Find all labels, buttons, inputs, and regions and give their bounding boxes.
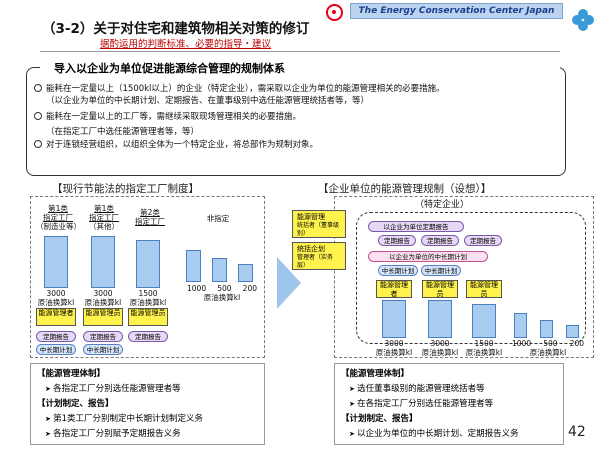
right-summary-box: 【能源管理体制】 选任董事级别的能源管理统括者等 在各指定工厂分别选任能源管理者… — [334, 363, 564, 445]
right-small-values: 1000 500 200 原油换算kl — [512, 339, 584, 357]
right-small-bar-3 — [566, 325, 579, 338]
right-summary-head-1: 【能源管理体制】 — [341, 369, 410, 379]
planning-manager-box: 统括企划 管理者（实务层） — [292, 242, 346, 270]
bullet-circle-icon — [34, 84, 42, 92]
right-midterm-plan-pill-1: 中长期计划 — [378, 265, 418, 276]
left-summary-head-2: 【计划制定、报告】 — [37, 399, 114, 409]
small-bar-3 — [238, 264, 253, 282]
energy-officer-box-2: 能源管理员 — [128, 308, 168, 326]
energy-supervisor-box: 能源管理 统括者（董事级别） — [292, 210, 346, 238]
policy-summary-box — [26, 67, 566, 176]
right-periodic-report-pill-2: 定期报告 — [421, 235, 459, 246]
page-number: 42 — [568, 424, 586, 440]
right-energy-officer-box-2: 能源管理员 — [466, 280, 502, 298]
company-midterm-plan-pill: 以企业为单位的中长期计划 — [368, 251, 488, 262]
header-divider — [40, 51, 560, 52]
right-col3-bar — [472, 304, 496, 338]
right-periodic-report-pill-1: 定期报告 — [378, 235, 416, 246]
col1-label: 第1类 指定工厂 （制造业等） — [36, 204, 81, 231]
left-summary-item-3: 各指定工厂分别赋予定期报告义务 — [37, 427, 258, 442]
energy-manager-box: 能源管理者 — [36, 308, 76, 326]
right-summary-item-3: 以企业为单位的中长期计划、定期报告义务 — [341, 427, 557, 442]
periodic-report-pill-3: 定期报告 — [128, 331, 168, 342]
right-section-heading: 【企业单位的能源管理规制（设想）】 — [318, 183, 492, 195]
page-title: （3-2）关于对住宅和建筑物相关对策的修订 — [42, 21, 310, 37]
left-summary-box: 【能源管理体制】 各指定工厂分别选任能源管理者等 【计划制定、报告】 第1类工厂… — [30, 363, 265, 445]
midterm-plan-pill-1: 中长期计划 — [36, 344, 76, 355]
company-periodic-report-pill: 以企业为单位定期报告 — [368, 221, 464, 232]
midterm-plan-pill-2: 中长期计划 — [83, 344, 123, 355]
energy-officer-box-1: 能源管理员 — [83, 308, 123, 326]
page-subtitle: 据酌运用的判断标准、必要的指导・建议 — [100, 39, 272, 50]
bullet-3: 对于连锁经营组织，以组织全体为一个特定企业，将总部作为规制对象。 — [34, 140, 445, 152]
bullet-circle-icon — [34, 112, 42, 121]
specific-company-frame — [356, 212, 586, 344]
left-summary-item-2: 第1类工厂分别制定中长期计划制定义务 — [37, 412, 258, 427]
col2-bar — [91, 236, 115, 288]
clover-logo-icon — [572, 9, 594, 31]
left-section-heading: 【现行节能法的指定工厂制度】 — [52, 183, 199, 195]
left-diagram-panel — [30, 196, 265, 358]
right-energy-manager-box: 能源管理者 — [376, 280, 412, 298]
small-bar-1 — [186, 250, 201, 282]
right-energy-officer-box-1: 能源管理员 — [422, 280, 458, 298]
right-midterm-plan-pill-2: 中长期计划 — [421, 265, 461, 276]
right-summary-item-1: 选任董事级别的能源管理统括者等 — [341, 382, 557, 397]
col2-label: 第1类 指定工厂 （其他） — [89, 204, 119, 231]
right-summary-item-2: 在各指定工厂分别选任能源管理者等 — [341, 397, 557, 412]
right-small-bar-2 — [540, 320, 553, 338]
bullet-circle-icon — [34, 140, 42, 149]
col3-bar — [136, 240, 160, 288]
col1-bar — [44, 236, 68, 288]
right-col2-bar — [428, 300, 452, 338]
small-values: 1000 500 200 原油换算kl — [187, 284, 257, 302]
left-summary-head-1: 【能源管理体制】 — [37, 369, 106, 379]
right-small-bar-1 — [514, 313, 527, 338]
right-col1-bar — [382, 300, 406, 338]
periodic-report-pill-1: 定期报告 — [36, 331, 76, 342]
right-summary-head-2: 【计划制定、报告】 — [341, 414, 418, 424]
eccj-logo-icon — [326, 4, 343, 21]
right-diagram-panel — [334, 196, 594, 358]
bullet-1: 能耗在一定量以上（1500kl以上）的企业（特定企业），需采取以企业为单位的能源… — [34, 84, 445, 96]
policy-summary-title: 导入以企业为单位促进能源综合管理的规制体系 — [40, 60, 560, 76]
bullet-2: 能耗在一定量以上的工厂等，需继续采取现场管理相关的必要措施。 — [34, 112, 445, 124]
bullet-1-detail: （以企业为单位的中长期计划、定期报告、在董事级别中选任能源管理统括者等，等） — [46, 95, 370, 106]
policy-bullets: 能耗在一定量以上（1500kl以上）的企业（特定企业），需采取以企业为单位的能源… — [34, 84, 445, 152]
bullet-2-detail: （在指定工厂中选任能源管理者等，等） — [46, 126, 200, 137]
right-periodic-report-pill-3: 定期报告 — [464, 235, 502, 246]
left-summary-item-1: 各指定工厂分别选任能源管理者等 — [37, 382, 258, 397]
organization-banner: The Energy Conservation Center Japan — [350, 3, 563, 19]
periodic-report-pill-2: 定期报告 — [83, 331, 123, 342]
col3-label: 第2类 指定工厂 — [135, 208, 165, 226]
specific-company-label: （特定企业） — [414, 200, 469, 210]
non-designated-label: 非指定 — [206, 214, 230, 223]
small-bar-2 — [212, 258, 227, 282]
